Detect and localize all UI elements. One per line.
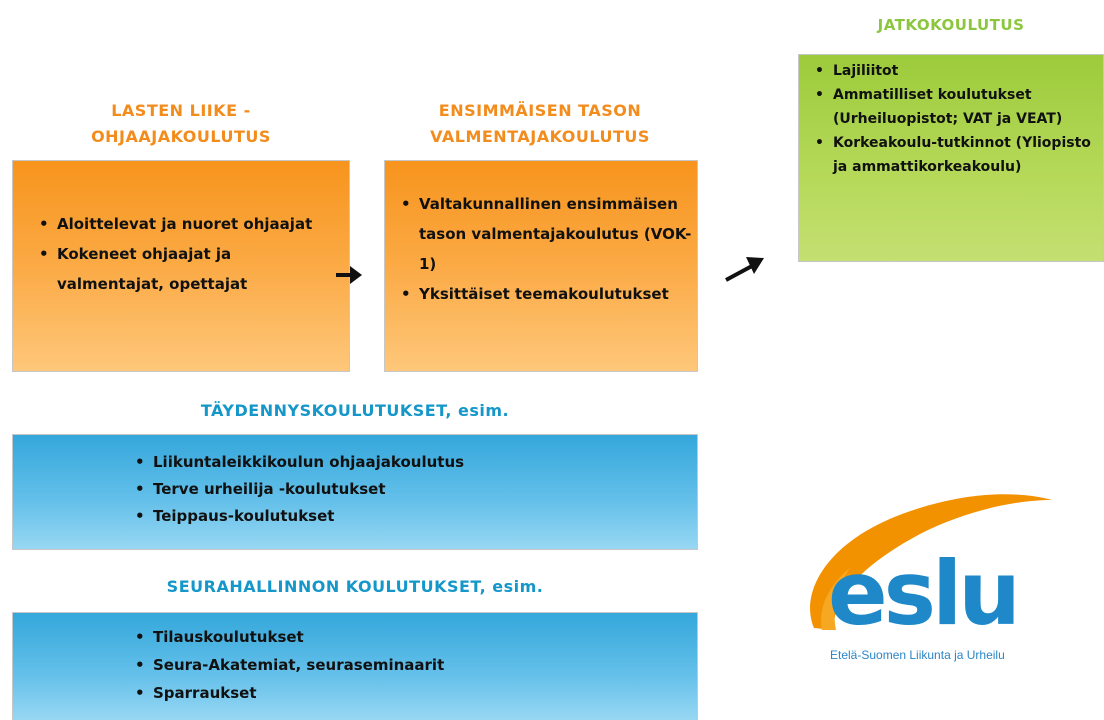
eslu-wordmark: eslu [828,542,1017,645]
arrow-up-right-icon [725,257,764,282]
heading-line: VALMENTAJAKOULUTUS [430,127,650,146]
heading-line: TÄYDENNYSKOULUTUKSET, esim. [200,401,510,420]
taydennyskoulutukset-heading: TÄYDENNYSKOULUTUKSET, esim. [12,400,698,422]
list-item: Aloittelevat ja nuoret ohjaajat [35,209,335,239]
jatkokoulutus-heading: JATKOKOULUTUS [798,14,1104,36]
list-item: Ammatilliset koulutukset (Urheiluopistot… [811,83,1099,131]
heading-line: LASTEN LIIKE - [111,101,251,120]
list-item: Lajiliitot [811,59,1099,83]
lasten-liike-box: Aloittelevat ja nuoret ohjaajat Kokeneet… [12,160,350,372]
list-item: Tilauskoulutukset [131,623,671,651]
seurahallinnon-koulutukset-box: Tilauskoulutukset Seura-Akatemiat, seura… [12,612,698,720]
ensimmainen-taso-list: Valtakunnallinen ensimmäisen tason valme… [397,189,693,309]
ensimmainen-taso-heading: ENSIMMÄISEN TASON VALMENTAJAKOULUTUS [382,98,698,150]
list-item: Teippaus-koulutukset [131,503,671,530]
arrow-right-icon [336,266,362,284]
list-item: Kokeneet ohjaajat ja valmentajat, opetta… [35,239,335,299]
list-item: Sparraukset [131,679,671,707]
heading-line: JATKOKOULUTUS [877,16,1025,34]
seurahallinnon-koulutukset-heading: SEURAHALLINNON KOULUTUKSET, esim. [12,576,698,598]
heading-line: OHJAAJAKOULUTUS [91,127,271,146]
logo-caption: Etelä-Suomen Liikunta ja Urheilu [830,648,1005,662]
taydennyskoulutukset-list: Liikuntaleikkikoulun ohjaajakoulutus Ter… [131,449,671,530]
list-item: Yksittäiset teemakoulutukset [397,279,693,309]
jatkokoulutus-box: Lajiliitot Ammatilliset koulutukset (Urh… [798,54,1104,262]
list-item: Korkeakoulu-tutkinnot (Yliopisto ja amma… [811,131,1099,179]
seurahallinnon-koulutukset-list: Tilauskoulutukset Seura-Akatemiat, seura… [131,623,671,707]
list-item: Valtakunnallinen ensimmäisen tason valme… [397,189,693,279]
list-item: Seura-Akatemiat, seuraseminaarit [131,651,671,679]
heading-line: SEURAHALLINNON KOULUTUKSET, esim. [166,577,544,596]
ensimmainen-taso-box: Valtakunnallinen ensimmäisen tason valme… [384,160,698,372]
lasten-liike-heading: LASTEN LIIKE - OHJAAJAKOULUTUS [12,98,350,150]
eslu-logo: eslu [810,494,1052,645]
taydennyskoulutukset-box: Liikuntaleikkikoulun ohjaajakoulutus Ter… [12,434,698,550]
jatkokoulutus-list: Lajiliitot Ammatilliset koulutukset (Urh… [811,59,1099,179]
list-item: Liikuntaleikkikoulun ohjaajakoulutus [131,449,671,476]
lasten-liike-list: Aloittelevat ja nuoret ohjaajat Kokeneet… [35,209,335,299]
list-item: Terve urheilija -koulutukset [131,476,671,503]
heading-line: ENSIMMÄISEN TASON [438,101,642,120]
